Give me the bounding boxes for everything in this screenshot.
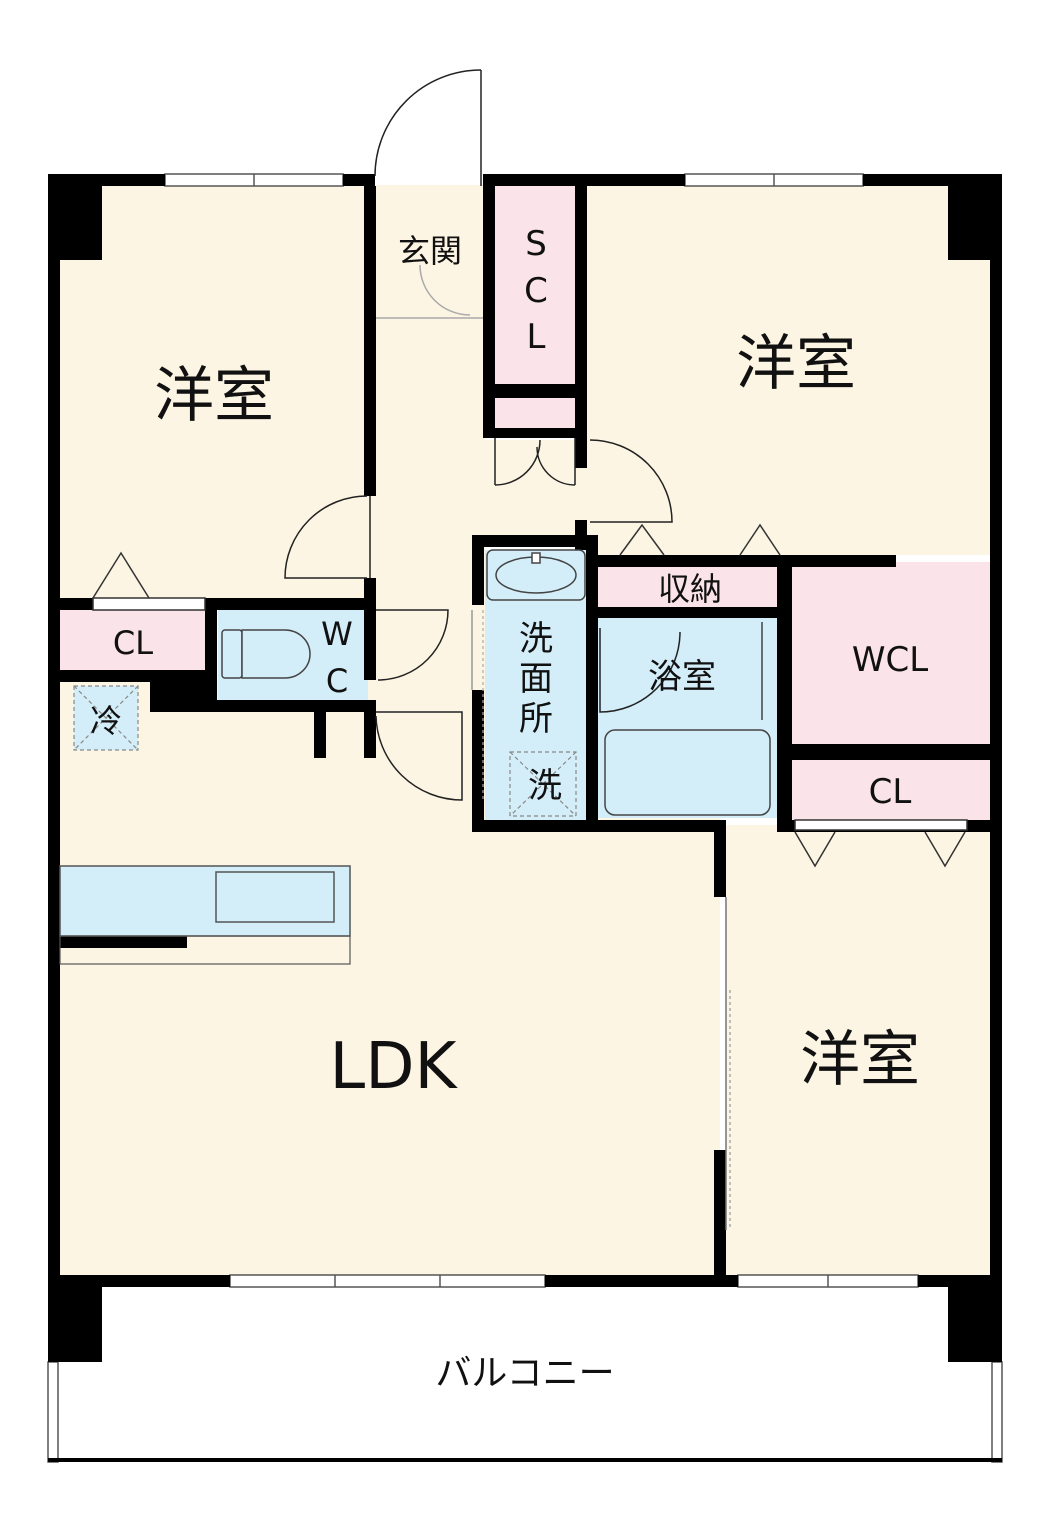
label-entrance: 玄関 — [398, 232, 462, 270]
bathtub — [604, 622, 771, 816]
room-labels: 洋室 洋室 洋室 LDK 玄関 S C L CL CL WCL W C 冷 洗 … — [90, 224, 928, 1394]
label-shoe-closet-c: C — [524, 271, 548, 311]
kitchen — [59, 865, 351, 965]
label-balcony: バルコニー — [435, 1353, 614, 1394]
floor-closet-east — [792, 760, 990, 822]
label-closet-west: CL — [113, 624, 153, 662]
appliance-spaces — [73, 685, 577, 817]
label-washroom-2: 面 — [519, 659, 553, 699]
floor-ldk-upper — [370, 700, 475, 830]
window-west — [47, 1361, 59, 1463]
floor-shoe-closet — [495, 185, 575, 385]
label-closet-east: CL — [869, 772, 912, 812]
label-storage: 収納 — [658, 570, 722, 608]
label-toilet-w: W — [321, 615, 353, 653]
closet-door-markers — [92, 523, 968, 868]
floor-storage — [597, 567, 777, 607]
label-western-room-nw: 洋室 — [154, 361, 274, 431]
label-shoe-closet-l: L — [527, 317, 546, 357]
label-toilet-c: C — [326, 662, 348, 700]
kitchen-sink — [215, 871, 335, 923]
doors — [284, 69, 731, 1230]
room-floors — [60, 185, 995, 1459]
label-washer: 洗 — [528, 766, 562, 806]
window-ldk — [229, 1274, 546, 1288]
floor-western-room-nw — [60, 185, 370, 600]
floor-hall-lower — [485, 440, 585, 540]
label-shoe-closet-s: S — [525, 224, 547, 264]
label-washroom-3: 所 — [519, 699, 553, 739]
window-east — [991, 1361, 1003, 1463]
washbasin — [486, 549, 586, 601]
floor-hall-closet — [495, 398, 575, 430]
floor-balcony — [60, 1287, 995, 1459]
kitchen-counter-edge — [59, 935, 351, 965]
label-western-room-ne: 洋室 — [736, 329, 856, 399]
label-walk-in-closet: WCL — [852, 640, 928, 680]
label-western-room-se: 洋室 — [800, 1025, 920, 1095]
windows — [47, 173, 1003, 1463]
label-bathroom: 浴室 — [648, 657, 716, 697]
label-fridge: 冷 — [90, 702, 122, 740]
floor-western-room-se — [725, 825, 990, 1275]
label-washroom-1: 洗 — [519, 619, 553, 659]
floor-closet-west — [60, 610, 205, 670]
floor-hall — [370, 185, 485, 710]
floor-western-room-ne — [585, 185, 990, 555]
toilet-fixture — [221, 629, 311, 679]
floor-walk-in-closet — [792, 562, 990, 744]
label-ldk: LDK — [330, 1030, 459, 1104]
